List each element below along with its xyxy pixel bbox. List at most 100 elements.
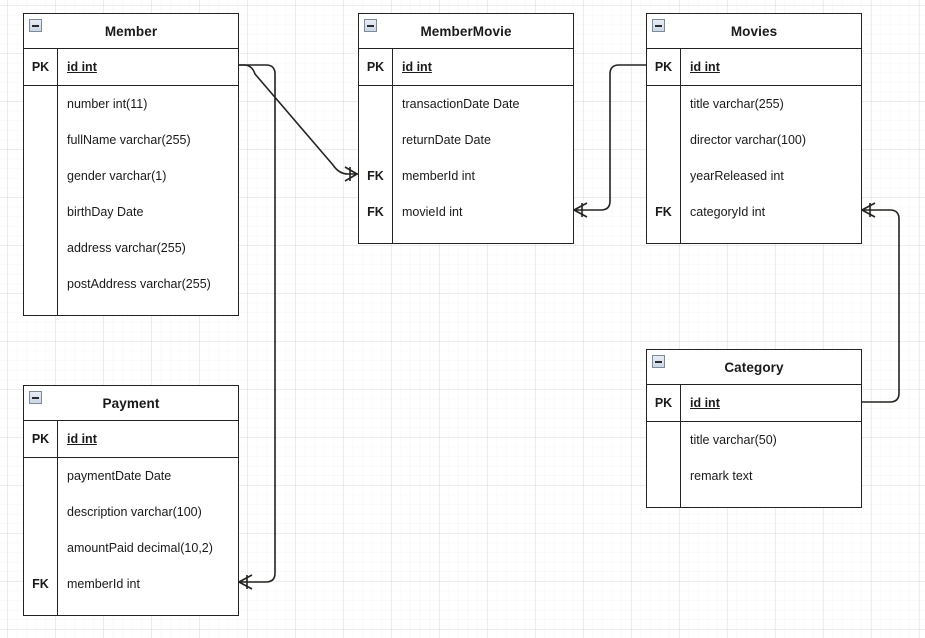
field-column-pad — [681, 230, 861, 243]
attribute-row[interactable]: title varchar(50) — [647, 422, 861, 458]
collapse-minus-icon[interactable] — [29, 19, 42, 32]
field-name: description varchar(100) — [67, 505, 202, 519]
attribute-row[interactable]: address varchar(255) — [24, 230, 238, 266]
field-name: returnDate Date — [402, 133, 491, 147]
entity-title: Payment — [102, 395, 160, 411]
field-name: id int — [681, 385, 861, 421]
entity-title: Category — [724, 359, 784, 375]
key-badge — [24, 494, 58, 530]
field-name: transactionDate Date — [402, 97, 520, 111]
key-badge: PK — [647, 385, 681, 421]
entity-title: Movies — [730, 23, 778, 39]
attribute-row[interactable]: FK categoryId int — [647, 194, 861, 230]
key-badge: PK — [24, 421, 58, 457]
key-column-pad — [647, 494, 681, 507]
field-name: gender varchar(1) — [67, 169, 167, 183]
entity-bottom-pad — [24, 602, 238, 615]
primary-key-row[interactable]: PK id int — [24, 49, 238, 86]
field-name: categoryId int — [690, 205, 766, 219]
key-badge — [359, 122, 393, 158]
entity-header-membermovie[interactable]: MemberMovie — [359, 14, 573, 49]
attribute-row[interactable]: FK movieId int — [359, 194, 573, 230]
attribute-row[interactable]: fullName varchar(255) — [24, 122, 238, 158]
key-badge — [24, 530, 58, 566]
field-name-text: id int — [402, 60, 432, 74]
field-name: memberId int — [402, 169, 475, 183]
primary-key-row[interactable]: PK id int — [647, 385, 861, 422]
entity-title: Member — [104, 23, 158, 39]
key-badge — [24, 458, 58, 494]
field-column-pad — [58, 302, 238, 315]
attribute-row[interactable]: transactionDate Date — [359, 86, 573, 122]
field-name: id int — [681, 49, 861, 85]
attribute-row[interactable]: postAddress varchar(255) — [24, 266, 238, 302]
primary-key-row[interactable]: PK id int — [24, 421, 238, 458]
crowsfoot-payment-memberid — [238, 574, 253, 590]
key-badge: PK — [359, 49, 393, 85]
collapse-minus-icon[interactable] — [652, 355, 665, 368]
entity-bottom-pad — [647, 494, 861, 507]
entity-header-payment[interactable]: Payment — [24, 386, 238, 421]
primary-key-row[interactable]: PK id int — [359, 49, 573, 86]
attribute-row[interactable]: gender varchar(1) — [24, 158, 238, 194]
attribute-row[interactable]: title varchar(255) — [647, 86, 861, 122]
entity-header-category[interactable]: Category — [647, 350, 861, 385]
key-badge — [24, 194, 58, 230]
entity-bottom-pad — [24, 302, 238, 315]
field-name-text: id int — [67, 60, 97, 74]
field-name: title varchar(50) — [690, 433, 777, 447]
attribute-row[interactable]: remark text — [647, 458, 861, 494]
attribute-row[interactable]: amountPaid decimal(10,2) — [24, 530, 238, 566]
field-name: number int(11) — [67, 97, 148, 111]
key-badge — [647, 422, 681, 458]
key-column-pad — [359, 230, 393, 243]
crowsfoot-membermovie-movieid — [573, 202, 588, 218]
attribute-row[interactable]: description varchar(100) — [24, 494, 238, 530]
attribute-row[interactable]: director varchar(100) — [647, 122, 861, 158]
field-name: remark text — [690, 469, 753, 483]
attribute-row[interactable]: number int(11) — [24, 86, 238, 122]
attribute-row[interactable]: paymentDate Date — [24, 458, 238, 494]
attribute-row[interactable]: yearReleased int — [647, 158, 861, 194]
crowsfoot-membermovie-memberid — [344, 166, 358, 182]
connector-member-membermovie — [239, 64, 358, 175]
entity-header-member[interactable]: Member — [24, 14, 238, 49]
key-badge: PK — [647, 49, 681, 85]
key-badge: FK — [647, 194, 681, 230]
field-name-text: id int — [690, 396, 720, 410]
key-badge — [359, 86, 393, 122]
field-name: director varchar(100) — [690, 133, 807, 147]
collapse-minus-icon[interactable] — [29, 391, 42, 404]
field-name: yearReleased int — [690, 169, 784, 183]
collapse-minus-icon[interactable] — [364, 19, 377, 32]
attribute-row[interactable]: birthDay Date — [24, 194, 238, 230]
attribute-row[interactable]: returnDate Date — [359, 122, 573, 158]
key-column-pad — [24, 302, 58, 315]
collapse-minus-icon[interactable] — [652, 19, 665, 32]
key-badge: FK — [359, 194, 393, 230]
field-name: movieId int — [402, 205, 463, 219]
field-name: amountPaid decimal(10,2) — [67, 541, 213, 555]
field-column-pad — [393, 230, 573, 243]
field-name: fullName varchar(255) — [67, 133, 191, 147]
key-badge — [647, 158, 681, 194]
key-badge — [24, 266, 58, 302]
field-name-text: id int — [67, 432, 97, 446]
key-column-pad — [24, 602, 58, 615]
key-badge — [647, 458, 681, 494]
field-name: memberId int — [67, 577, 140, 591]
field-name: title varchar(255) — [690, 97, 784, 111]
entity-header-movies[interactable]: Movies — [647, 14, 861, 49]
connector-member-payment — [239, 64, 276, 583]
key-badge: PK — [24, 49, 58, 85]
